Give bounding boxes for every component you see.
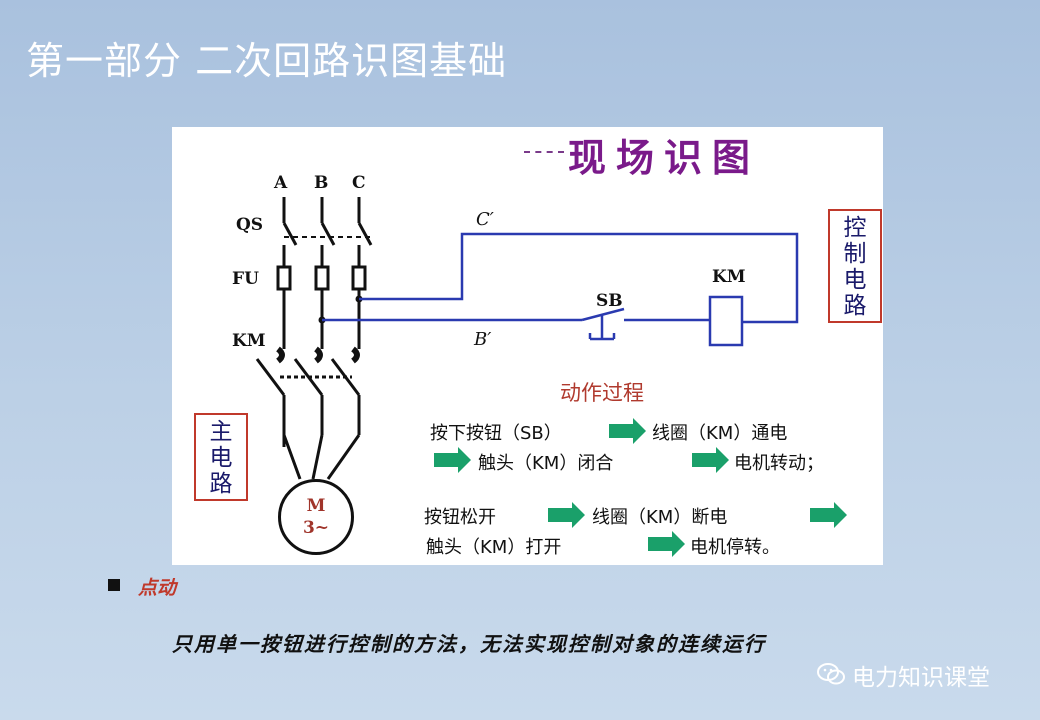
process-line4-a: 触头（KM）打开 [426,537,562,558]
process-line2-b: 电机转动； [734,453,824,474]
fu-label: FU [232,269,259,289]
motor-phase-label: 3~ [302,518,330,538]
km-label: KM [232,331,266,351]
wechat-icon [817,663,845,685]
process-line2-a: 触头（KM）闭合 [478,453,614,474]
b-prime-label: B′ [474,329,492,350]
main-circuit-text: 主电路 [209,419,233,497]
watermark-text: 电力知识课堂 [852,665,990,691]
motor-symbol: M 3~ [278,479,354,555]
process-line1-a: 按下按钮（SB） [430,423,562,444]
process-arrows [434,418,847,557]
c-prime-label: C′ [476,209,494,230]
control-circuit-box: 控制电路 [828,209,882,323]
process-title: 动作过程 [560,381,644,405]
phase-b-label: B [314,173,329,193]
qs-label: QS [236,215,264,235]
slide-title: 第一部分 二次回路识图基础 [26,39,508,83]
arrow-4 [548,502,585,528]
sb-push-button [581,307,625,341]
km-coil-label: KM [712,267,746,287]
circuit-diagram [255,197,847,557]
arrow-5 [810,502,847,528]
bullet-description: 只用单一按钮进行控制的方法，无法实现控制对象的连续运行 [172,632,766,656]
bullet-square [108,579,120,591]
control-circuit-wires [322,232,799,324]
arrow-6 [648,531,685,557]
process-line4-b: 电机停转。 [690,537,780,558]
phase-c-label: C [352,173,366,193]
process-line1-b: 线圈（KM）通电 [652,423,788,444]
diagram-panel: 现场识图 A B C QS FU KM C′ B′ SB KM 控制电路 主电路… [172,127,883,565]
sb-label: SB [596,291,623,311]
arrow-1 [609,418,646,444]
title-dash-mark [524,151,564,155]
bullet-label: 点动 [138,577,177,599]
process-line3-a: 按钮松开 [424,507,496,528]
diagram-title: 现场识图 [568,135,761,180]
motor-label: M [306,496,326,516]
process-line3-b: 线圈（KM）断电 [592,507,728,528]
main-circuit-wires [255,197,373,480]
control-circuit-text: 控制电路 [843,215,867,319]
main-circuit-box: 主电路 [194,413,248,501]
arrow-3 [692,447,729,473]
arrow-2 [434,447,471,473]
phase-a-label: A [274,173,288,193]
km-coil [708,295,744,347]
